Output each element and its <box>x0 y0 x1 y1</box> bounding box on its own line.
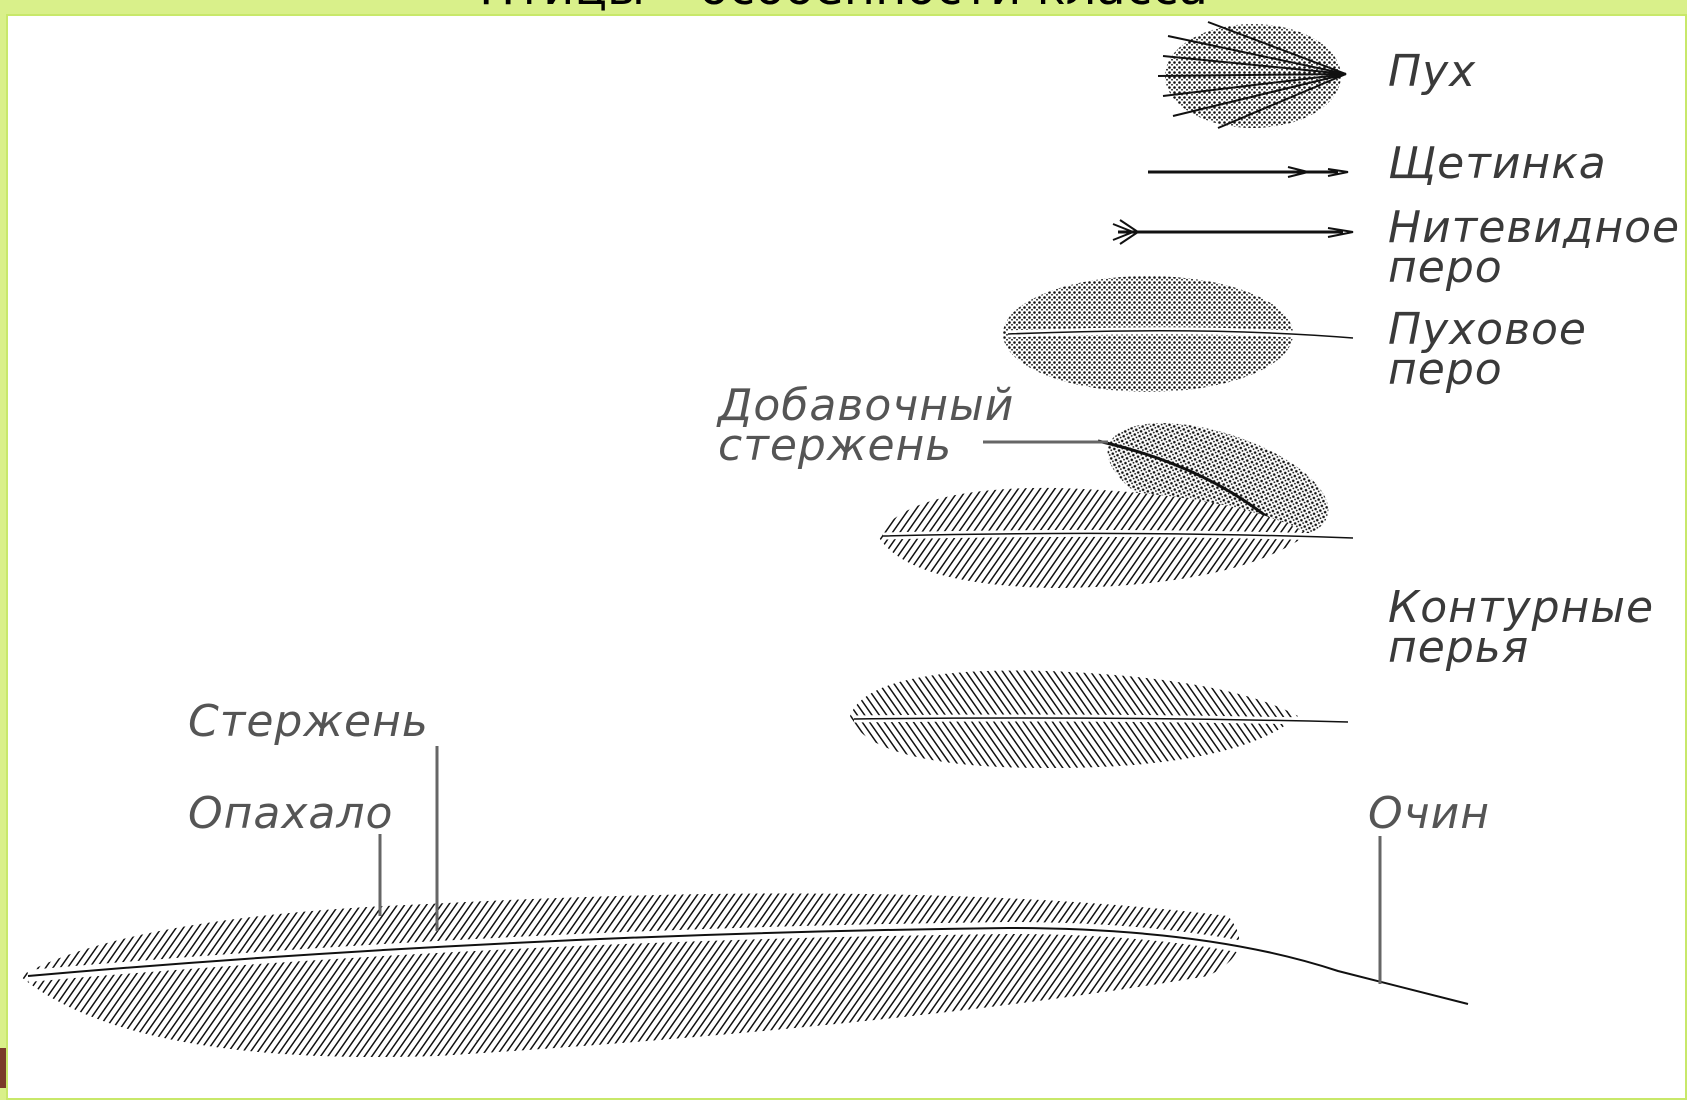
label-contour: Контурные перья <box>1388 588 1654 668</box>
down-drawing <box>1158 22 1346 128</box>
label-calamus: Очин <box>1368 794 1490 834</box>
label-vane-text: Опахало <box>188 794 393 834</box>
label-bristle: Щетинка <box>1388 144 1607 184</box>
label-down: Пух <box>1388 52 1476 92</box>
label-calamus-text: Очин <box>1368 794 1490 834</box>
flight-feather-drawing <box>20 893 1468 1057</box>
corner-decoration <box>0 1048 6 1088</box>
label-aftershaft: Добавочный стержень <box>718 386 1014 466</box>
label-aftershaft-line2: стержень <box>718 426 1014 466</box>
filoplume-drawing <box>1113 220 1353 244</box>
label-down-feather-line2: перо <box>1388 350 1587 390</box>
label-shaft-text: Стержень <box>188 702 429 742</box>
label-down-text: Пух <box>1388 52 1476 92</box>
diagram-frame: Пух Щетинка Нитевидное перо Пуховое перо… <box>6 14 1687 1100</box>
label-down-feather: Пуховое перо <box>1388 310 1587 390</box>
label-filoplume-line2: перо <box>1388 248 1680 288</box>
label-vane: Опахало <box>188 794 393 834</box>
label-bristle-text: Щетинка <box>1388 144 1607 184</box>
down-feather-drawing <box>1003 276 1353 392</box>
page-title: Птицы – особенности класса <box>0 0 1687 20</box>
label-shaft: Стержень <box>188 702 429 742</box>
label-filoplume: Нитевидное перо <box>1388 208 1680 288</box>
bristle-drawing <box>1148 167 1348 177</box>
label-contour-line2: перья <box>1388 628 1654 668</box>
contour-feather-drawing <box>850 671 1348 768</box>
